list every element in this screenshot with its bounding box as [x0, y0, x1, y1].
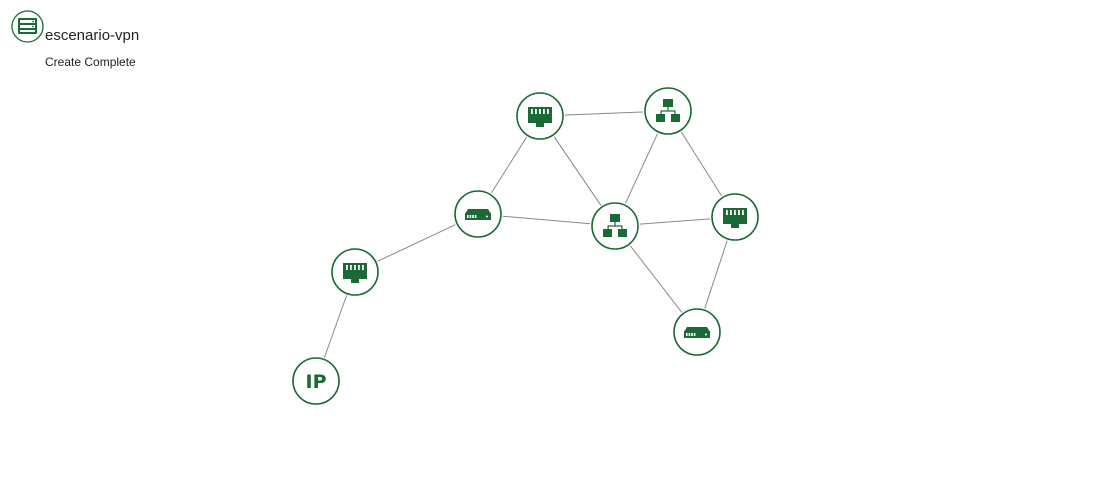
node-port-left[interactable]: [331, 248, 379, 296]
ethernet-port-icon: [528, 107, 552, 127]
link-port-top-network-center: [553, 136, 602, 206]
link-network-center-router-bottom: [629, 245, 683, 313]
nodes-layer: IP: [292, 87, 759, 405]
node-router-left[interactable]: [454, 190, 502, 238]
link-port-right-router-bottom: [704, 240, 728, 309]
node-router-bottom[interactable]: [673, 308, 721, 356]
link-network-center-port-right: [639, 218, 711, 225]
link-router-left-port-left: [377, 224, 456, 262]
node-port-top[interactable]: [516, 92, 564, 140]
link-router-left-network-center: [502, 215, 591, 225]
node-network-center[interactable]: [591, 202, 639, 250]
node-circle: [292, 357, 340, 405]
stack-status: Create Complete: [45, 55, 136, 69]
router-icon: [684, 327, 710, 338]
link-port-top-network-top: [564, 111, 644, 116]
node-floating-ip[interactable]: IP: [292, 357, 340, 405]
link-port-top-router-left: [490, 136, 528, 194]
stack-icon[interactable]: [11, 10, 44, 43]
network-tree-icon: [603, 214, 627, 237]
floating-ip-label: IP: [306, 371, 327, 393]
links-layer: [323, 111, 728, 358]
link-network-top-port-right: [680, 131, 723, 197]
node-network-top[interactable]: [644, 87, 692, 135]
stack-name: escenario-vpn: [45, 27, 140, 44]
link-port-left-floating-ip: [323, 295, 348, 358]
floating-ip-icon: IP: [306, 371, 327, 393]
link-network-top-network-center: [625, 133, 658, 204]
ethernet-port-icon: [343, 263, 367, 283]
network-tree-icon: [656, 99, 680, 122]
ethernet-port-icon: [723, 208, 747, 228]
router-icon: [465, 209, 491, 220]
node-port-right[interactable]: [711, 193, 759, 241]
